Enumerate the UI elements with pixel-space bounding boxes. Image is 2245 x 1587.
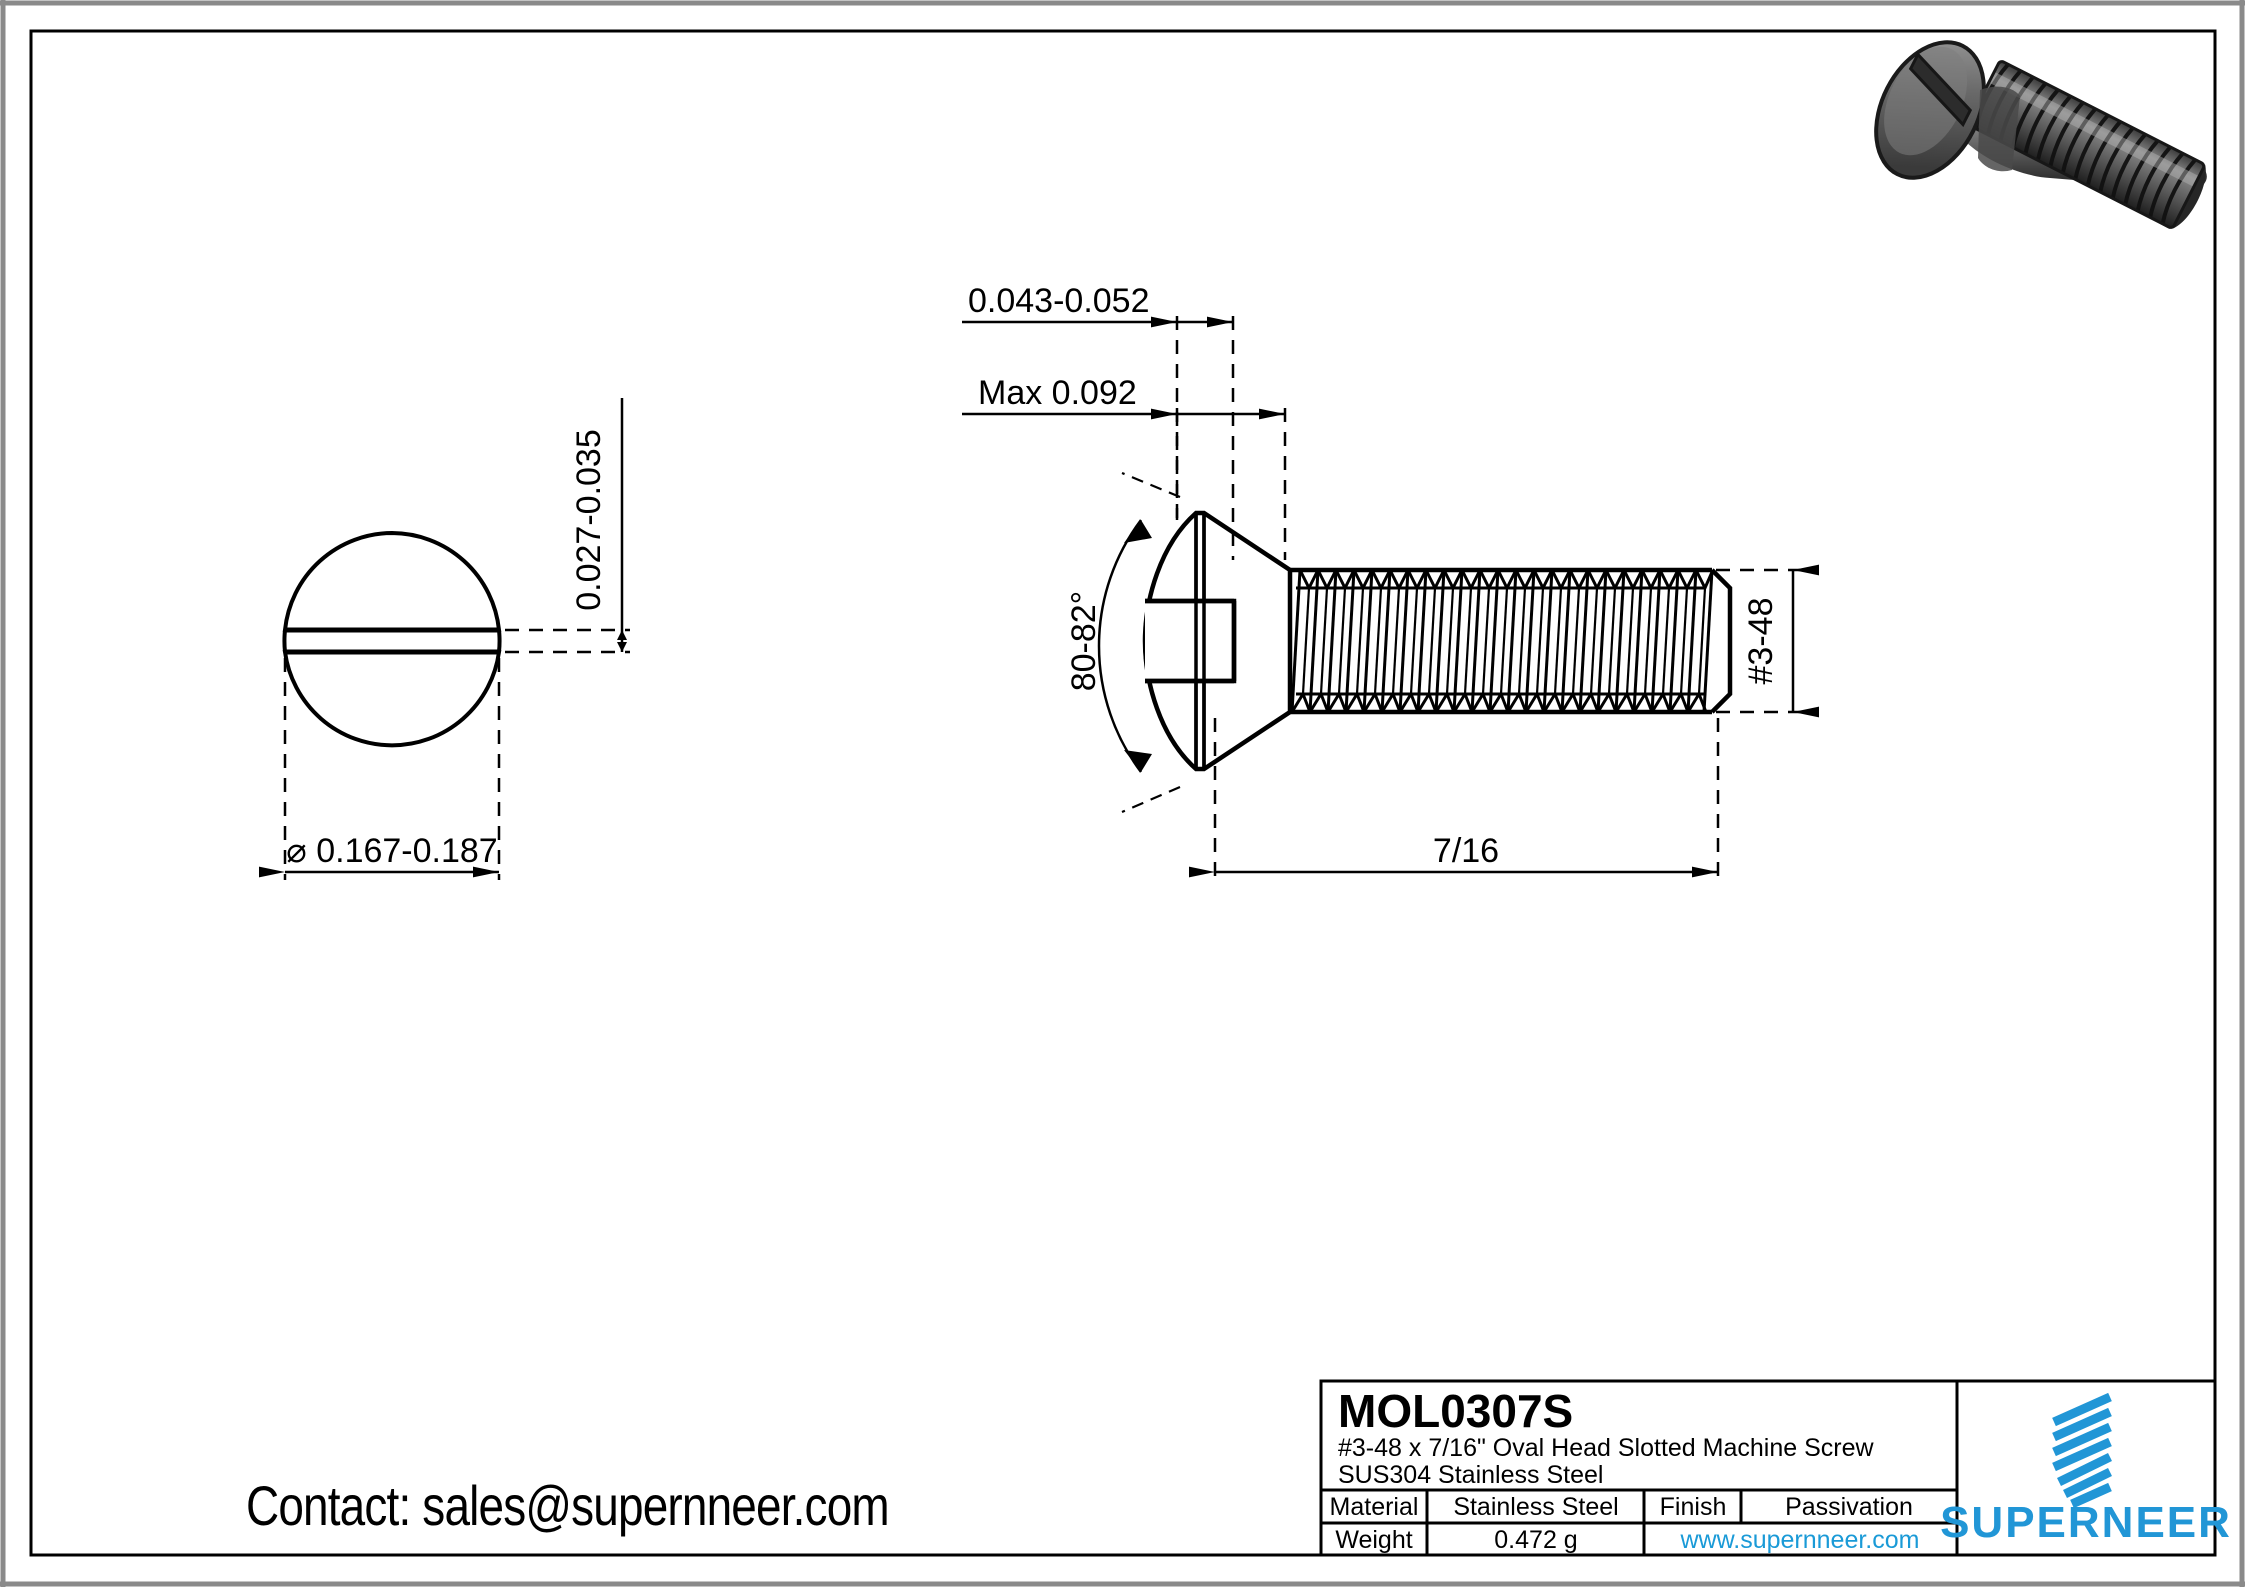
description-line-1: #3-48 x 7/16" Oval Head Slotted Machine … xyxy=(1338,1434,1874,1462)
slot-depth-text: Max 0.092 xyxy=(978,374,1137,412)
head-height-text: 0.027-0.035 xyxy=(570,429,608,611)
head-diameter-dimension: ⌀ 0.167-0.187 xyxy=(259,658,501,880)
thread-profile xyxy=(1290,569,1714,713)
thread-spec-dimension: #3-48 xyxy=(1716,564,1819,718)
brand-name-text: SUPERNEER xyxy=(1940,1498,2232,1547)
head-diameter-text: ⌀ 0.167-0.187 xyxy=(286,832,497,870)
head-height-dimension: 0.027-0.035 xyxy=(505,398,630,654)
head-top-view xyxy=(282,530,502,748)
material-label: Material xyxy=(1330,1493,1419,1521)
slot-width-text: 0.043-0.052 xyxy=(968,282,1150,320)
part-number-text: MOL0307S xyxy=(1338,1385,1573,1437)
length-text: 7/16 xyxy=(1433,832,1499,870)
contact-text: Contact: sales@supernneer.com xyxy=(246,1475,889,1537)
weight-label: Weight xyxy=(1335,1526,1412,1554)
finish-value: Passivation xyxy=(1785,1493,1913,1521)
slot-width-dimension: 0.043-0.052 xyxy=(962,282,1235,560)
title-block: MOL0307S #3-48 x 7/16" Oval Head Slotted… xyxy=(1319,1379,2232,1557)
sheet-inner-frame xyxy=(29,29,2217,1557)
length-dimension: 7/16 xyxy=(1189,718,1720,885)
finish-label: Finish xyxy=(1660,1493,1727,1521)
material-value: Stainless Steel xyxy=(1453,1493,1618,1521)
screw-3d-render xyxy=(1874,40,2207,229)
supernneer-logo-icon xyxy=(2052,1392,2112,1509)
weight-value: 0.472 g xyxy=(1494,1526,1577,1554)
screw-side-view xyxy=(1142,510,1733,772)
head-angle-text: 80-82° xyxy=(1065,591,1103,692)
thread-spec-text: #3-48 xyxy=(1742,598,1780,685)
description-line-2: SUS304 Stainless Steel xyxy=(1338,1461,1603,1489)
head-angle-dimension: 80-82° xyxy=(1065,471,1181,814)
slot-depth-dimension: Max 0.092 xyxy=(962,374,1287,560)
website-link: www.supernneer.com xyxy=(1679,1526,1919,1554)
